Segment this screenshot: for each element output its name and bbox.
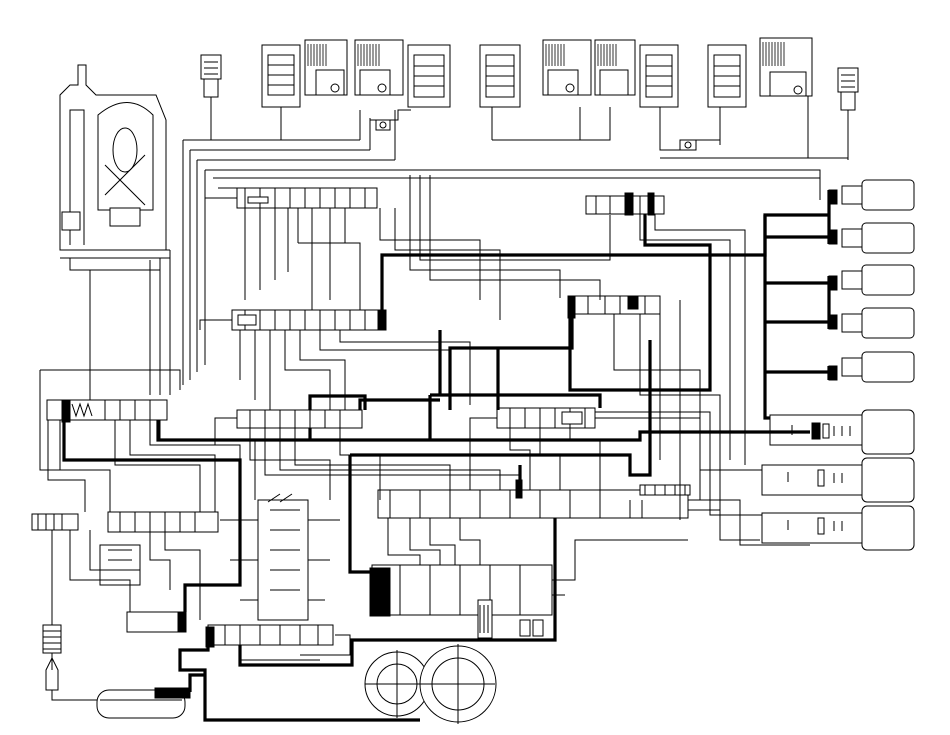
clutch-piston-8	[639, 44, 679, 108]
valve-body-mid	[231, 309, 387, 331]
clutch-piston-6	[542, 39, 592, 96]
clutch-piston-5	[479, 44, 521, 140]
linear-solenoid-1	[769, 409, 915, 455]
valve-body-upper-right	[585, 192, 665, 216]
clutch-piston-9	[707, 44, 747, 145]
clutch-piston-4	[407, 44, 451, 108]
valve-body-upper	[236, 187, 378, 243]
pressure-switch-right	[837, 67, 859, 160]
valve-body-center	[236, 409, 363, 429]
solenoid-2	[828, 222, 915, 254]
oil-strainer	[42, 624, 191, 719]
valve-body-center-right	[496, 407, 596, 429]
solenoid-4	[828, 307, 915, 339]
shift-valve-lower	[369, 564, 553, 639]
regulator-valve-left	[46, 399, 168, 423]
pressure-switch-left	[200, 54, 222, 140]
clutch-piston-2	[304, 39, 348, 96]
clutch-piston-10	[759, 37, 813, 97]
clutch-piston-7	[594, 39, 636, 96]
thick-pressure-lines	[62, 190, 831, 722]
solenoid-3	[828, 264, 915, 296]
gear-pump	[364, 644, 497, 724]
solenoid-5	[828, 351, 915, 383]
valve-body-lower-left	[31, 511, 219, 533]
valve-body-bottom	[126, 611, 334, 648]
linear-solenoid-2	[761, 457, 915, 503]
clutch-piston-3	[354, 39, 404, 96]
linear-solenoid-3	[761, 505, 915, 551]
check-valves	[375, 119, 697, 151]
manual-valve-block	[377, 479, 691, 519]
torque-converter	[59, 64, 170, 271]
servo-block-lower	[257, 493, 309, 621]
solenoid-1	[828, 179, 915, 211]
